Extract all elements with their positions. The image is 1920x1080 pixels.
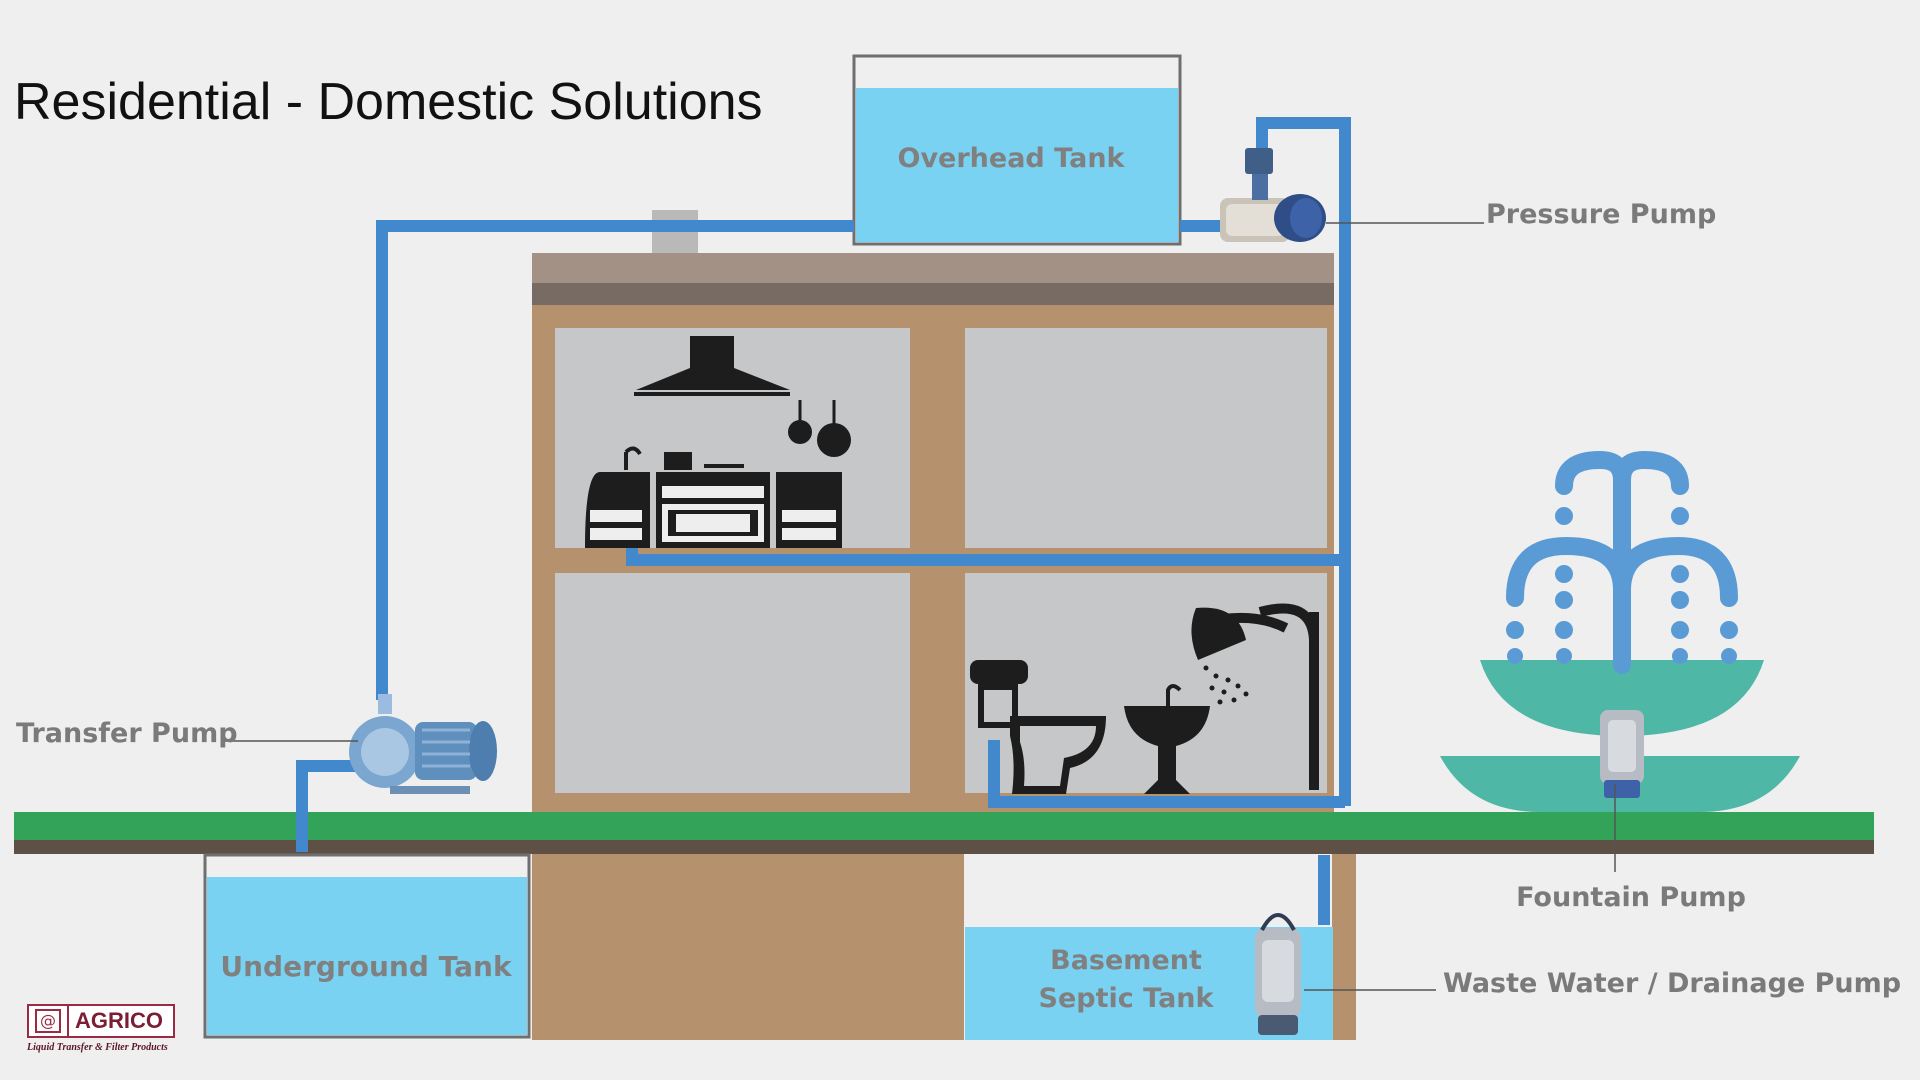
logo-box: @ AGRICO <box>27 1004 175 1038</box>
fountain-icon <box>1440 450 1800 812</box>
fountain-pump-label: Fountain Pump <box>1516 882 1746 913</box>
overhead-tank-label: Overhead Tank <box>898 143 1126 174</box>
septic-tank-label-line2: Septic Tank <box>1039 983 1215 1014</box>
logo-name: AGRICO <box>75 1008 163 1033</box>
overhead-tank-water <box>856 88 1178 242</box>
ground-soil <box>14 840 1874 854</box>
page-title: Residential - Domestic Solutions <box>14 73 763 131</box>
house-roof <box>532 253 1334 283</box>
agrico-logo: @ AGRICO Liquid Transfer & Filter Produc… <box>27 1004 177 1053</box>
pressure-pump-icon <box>1220 148 1326 242</box>
fountain-pump-icon <box>1600 710 1644 798</box>
underground-tank-water <box>207 877 527 1035</box>
ground-grass <box>14 812 1874 840</box>
house-foundation-right <box>1332 852 1356 1040</box>
house-roof-edge <box>532 283 1334 305</box>
house-foundation <box>532 852 964 1040</box>
kitchen-icon <box>585 336 851 548</box>
drainage-pump-icon <box>1255 913 1301 1035</box>
logo-divider <box>67 1004 69 1038</box>
upper-right-room <box>965 328 1327 548</box>
transfer-pump-label: Transfer Pump <box>16 718 238 749</box>
drainage-pump-label: Waste Water / Drainage Pump <box>1443 968 1901 999</box>
logo-tagline: Liquid Transfer & Filter Products <box>27 1042 168 1053</box>
septic-tank-label-line1: Basement <box>1050 945 1202 976</box>
label-leader-lines <box>222 222 1616 991</box>
logo-mark-icon: @ <box>35 1009 61 1033</box>
pressure-pump-label: Pressure Pump <box>1486 199 1716 230</box>
lower-left-room <box>555 573 910 793</box>
transfer-pump-icon <box>349 694 497 794</box>
underground-tank-label: Underground Tank <box>220 950 513 983</box>
bathroom-icon <box>970 603 1319 794</box>
